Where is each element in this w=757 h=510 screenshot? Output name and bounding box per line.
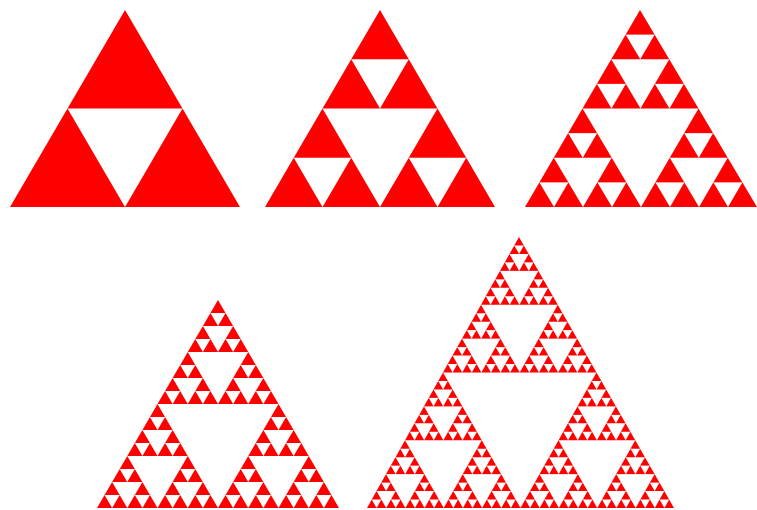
sierpinski-triangle-1: [10, 10, 240, 207]
sierpinski-triangle-5: [367, 237, 674, 508]
sierpinski-triangle-3: [525, 10, 757, 207]
sierpinski-iteration-3: [525, 10, 757, 207]
sierpinski-triangle-2: [265, 10, 495, 207]
sierpinski-triangle-4: [97, 300, 339, 508]
sierpinski-iteration-2: [265, 10, 495, 207]
sierpinski-iteration-1: [10, 10, 240, 207]
sierpinski-iteration-4: [97, 300, 339, 508]
sierpinski-iteration-5: [367, 237, 674, 508]
